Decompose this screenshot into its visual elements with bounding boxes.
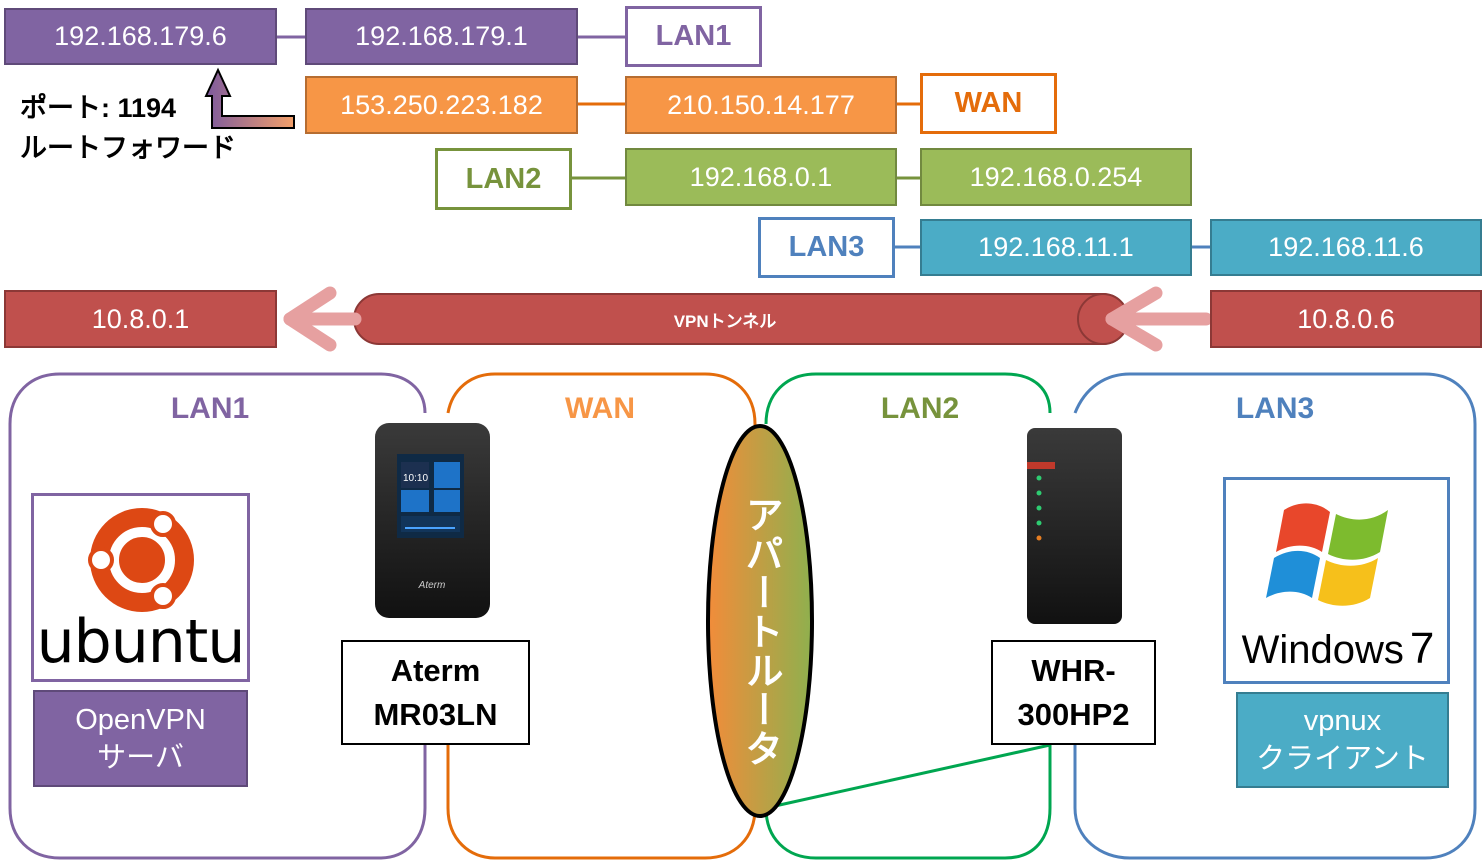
zone-lan2-outline [764,372,1052,860]
apartment-router-shape [706,424,814,818]
lan1-gateway-ip-box: 192.168.179.1 [305,8,578,65]
whr-label-line1: WHR- [1031,652,1116,688]
wan-ip-a-box: 153.250.223.182 [305,76,578,134]
lan1-row-label: LAN1 [655,20,732,52]
lan2-ip-a: 192.168.0.1 [689,161,833,192]
wan-row-label: WAN [954,87,1023,119]
vpn-right-ip: 10.8.0.6 [1297,303,1395,334]
aterm-label-line1: Aterm [390,652,481,688]
zone-lan3-outline [1073,372,1477,860]
port-forward-port: ポート: 1194 [20,93,177,123]
whr-label-box: WHR- 300HP2 [991,640,1156,745]
wan-ip-b-box: 210.150.14.177 [625,76,897,134]
lan2-ip-a-box: 192.168.0.1 [625,148,897,206]
apartment-router-label: アパートルータ [739,495,781,768]
windows-role-line2: クライアント [1256,743,1429,775]
ubuntu-role-box: OpenVPN サーバ [33,690,248,787]
windows-logo-frame [1223,477,1450,684]
lan1-gateway-ip: 192.168.179.1 [355,21,528,51]
lan3-row-label-box: LAN3 [758,217,895,278]
port-forward-note: ポート: 1194 ルートフォワード [20,88,280,168]
ubuntu-logo-frame [31,493,250,682]
wan-row-label-box: WAN [920,73,1057,134]
lan1-row-label-box: LAN1 [625,6,762,67]
zone-wan-label: WAN [565,392,635,425]
whr-label-line2: 300HP2 [1017,696,1130,732]
aterm-label-line2: MR03LN [373,696,498,732]
lan2-row-label-box: LAN2 [435,148,572,210]
lan3-ip-a: 192.168.11.1 [978,232,1134,262]
windows-role-box: vpnux クライアント [1236,692,1449,788]
aterm-label-box: Aterm MR03LN [341,640,530,745]
ubuntu-role-line1: OpenVPN [75,703,206,736]
lan1-client-ip: 192.168.179.6 [54,21,227,51]
vpn-left-ip-box: 10.8.0.1 [4,290,277,348]
vpn-left-ip: 10.8.0.1 [91,303,190,334]
wan-ip-a: 153.250.223.182 [340,89,543,120]
windows-logo-text: Windows [1241,628,1404,672]
lan2-ip-b: 192.168.0.254 [969,161,1143,192]
tunnel-arrow-right [1105,286,1213,352]
windows-role-line1: vpnux [1303,705,1382,737]
vpn-tunnel-label-box: VPNトンネル [600,304,850,334]
zone-lan1-outline [8,372,427,860]
zone-lan2-label: LAN2 [880,392,960,425]
port-forward-arrow [204,67,295,129]
lan1-client-ip-box: 192.168.179.6 [4,8,277,65]
zone-lan1-label: LAN1 [170,392,250,425]
lan3-row-label: LAN3 [788,231,865,263]
zone-lan3-label: LAN3 [1235,392,1315,425]
ubuntu-logo-icon [88,508,194,612]
tunnel-arrow-left [283,286,362,352]
aterm-brand: Aterm [418,580,446,591]
connector-lines [277,35,1210,249]
windows-logo-version: 7 [1409,624,1435,673]
lan3-ip-b-box: 192.168.11.6 [1210,219,1482,276]
ubuntu-logo-text: ubuntu [36,607,246,677]
lan3-ip-b: 192.168.11.6 [1268,232,1424,262]
lan2-row-label: LAN2 [465,162,542,195]
vpn-tunnel [353,293,1129,345]
vpn-tunnel-label: VPNトンネル [673,311,777,331]
ubuntu-role-line2: サーバ [97,741,184,774]
aterm-screen-time: 10:10 [403,473,429,484]
vpn-right-ip-box: 10.8.0.6 [1210,290,1482,348]
port-forward-route: ルートフォワード [20,133,236,163]
windows-logo-icon [1266,503,1388,606]
wan-ip-b: 210.150.14.177 [667,89,855,120]
aterm-device-icon [375,423,490,618]
whr-router-device-icon [1027,428,1122,624]
lan3-ip-a-box: 192.168.11.1 [920,219,1192,276]
lan2-ip-b-box: 192.168.0.254 [920,148,1192,206]
